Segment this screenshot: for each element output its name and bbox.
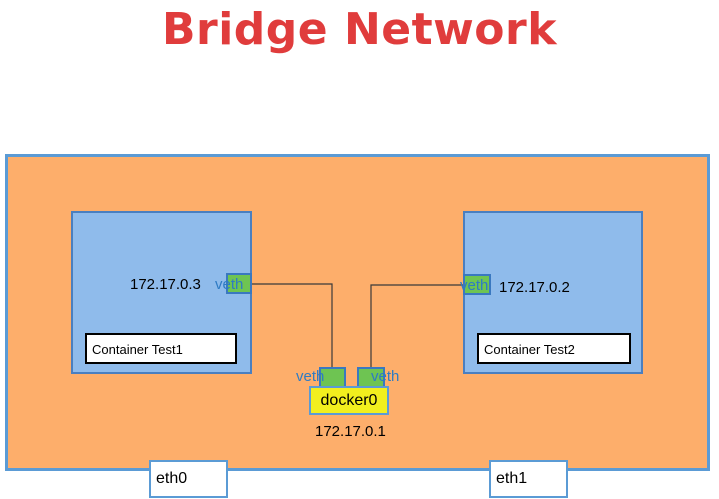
container-test1-label: Container Test1 (85, 333, 237, 364)
eth1-interface: eth1 (489, 460, 568, 498)
veth-test2-box (463, 274, 491, 295)
docker0-bridge: docker0 (309, 386, 389, 415)
diagram-title: Bridge Network (161, 4, 557, 55)
container-test2-label: Container Test2 (477, 333, 631, 364)
veth-test1-box (226, 273, 252, 294)
container-test2-ip: 172.17.0.2 (499, 279, 570, 296)
veth-bridge-right-label: veth (371, 368, 400, 385)
veth-test2-label: veth (460, 277, 489, 294)
veth-test1-label: veth (215, 276, 244, 293)
eth0-interface: eth0 (149, 460, 228, 498)
wire-test2-to-docker0 (370, 284, 463, 367)
container-test1-ip: 172.17.0.3 (130, 276, 201, 293)
docker0-ip: 172.17.0.1 (315, 423, 386, 440)
veth-bridge-left-label: veth (296, 368, 325, 385)
wire-test1-to-docker0 (252, 283, 333, 367)
